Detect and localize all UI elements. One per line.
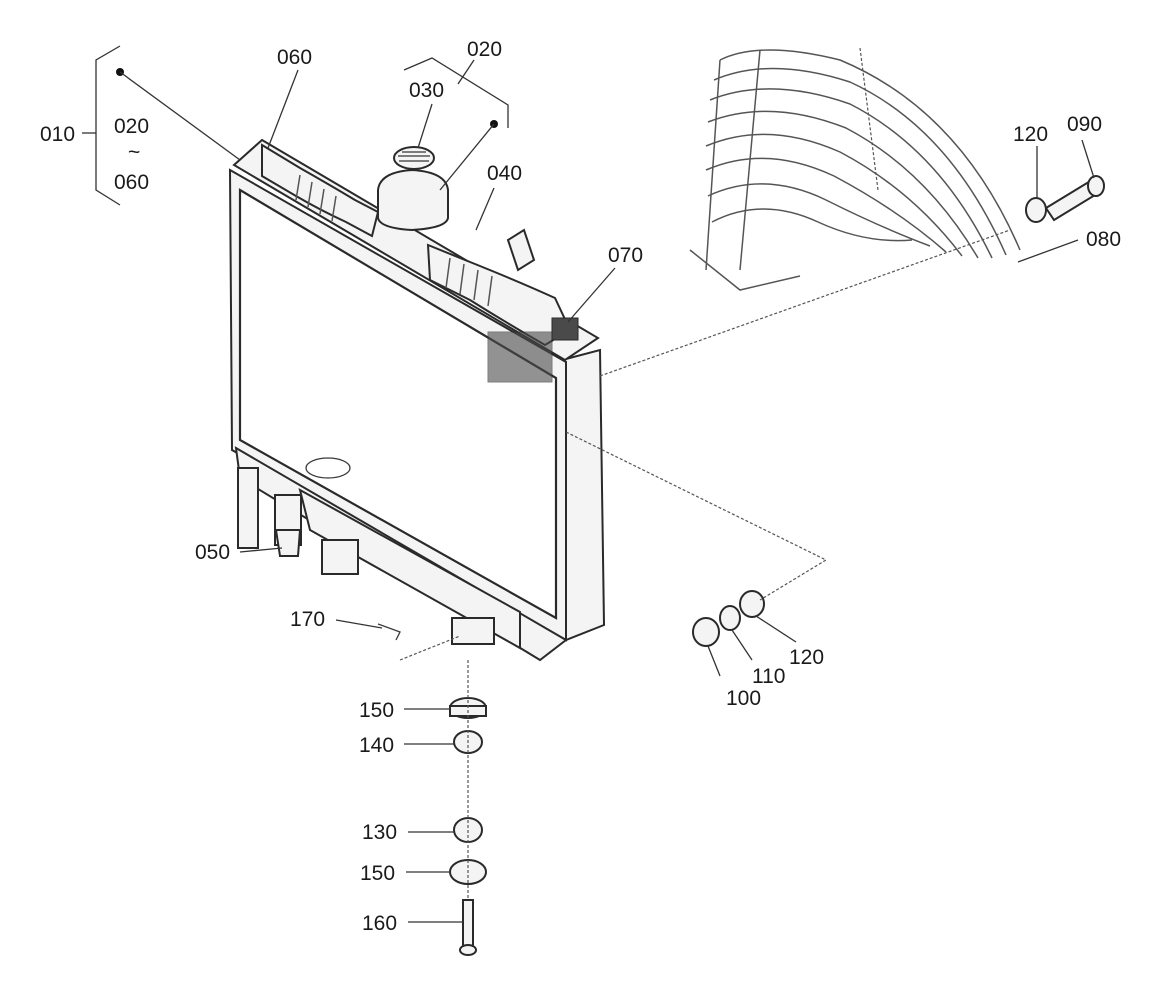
shroud-rib xyxy=(859,47,879,191)
label-100: 100 xyxy=(726,687,761,710)
washer-110 xyxy=(719,605,741,631)
leader-070 xyxy=(567,267,616,323)
shroud-flange xyxy=(689,249,801,291)
label-090: 090 xyxy=(1067,113,1102,136)
label-030: 030 xyxy=(409,79,444,102)
label-150-top: 150 xyxy=(359,699,394,722)
leader-030 xyxy=(417,103,433,149)
label-140: 140 xyxy=(359,734,394,757)
assembly-bracket-010 xyxy=(95,45,121,206)
label-060-range-end: 060 xyxy=(114,171,149,194)
shroud-ring-3 xyxy=(709,88,993,259)
label-170: 170 xyxy=(290,608,325,631)
upper-hose-ribs xyxy=(295,174,337,222)
bolt-160-shank xyxy=(462,899,474,951)
overflow-pipe xyxy=(506,228,536,272)
label-080: 080 xyxy=(1086,228,1121,251)
shroud-ring-1 xyxy=(719,49,1021,251)
shroud-edges xyxy=(705,49,761,271)
shroud-ring-7 xyxy=(707,183,931,247)
washer-120-top xyxy=(1025,197,1047,223)
leader-lines xyxy=(82,59,1095,923)
left-bracket xyxy=(237,467,259,549)
drain-fitting xyxy=(305,457,351,479)
fan-shroud-grille xyxy=(487,331,553,383)
washer-120-bottom xyxy=(739,590,765,618)
filler-neck xyxy=(377,168,449,232)
drain-cock xyxy=(274,529,302,557)
hardware-projection xyxy=(565,431,828,601)
nut-100 xyxy=(692,617,720,647)
radiator-core xyxy=(238,188,558,620)
hose-clamp xyxy=(551,317,579,341)
shroud-ring-8 xyxy=(711,208,913,242)
label-060: 060 xyxy=(277,46,312,69)
shroud-projection xyxy=(599,229,1011,377)
cap-group-bracket-020 xyxy=(403,57,509,128)
bolt-160-head xyxy=(459,944,477,956)
leader-170 xyxy=(335,619,383,629)
part-labels: 010 020 ~ 060 060 020 030 040 070 080 09… xyxy=(40,38,1121,935)
leader-020-to-cap xyxy=(439,123,495,191)
label-150-bottom: 150 xyxy=(360,862,395,885)
shroud-ring-5 xyxy=(705,133,963,257)
label-050: 050 xyxy=(195,541,230,564)
leader-050 xyxy=(239,547,283,553)
leader-100 xyxy=(707,645,721,677)
label-range-tilde: ~ xyxy=(128,141,140,164)
radiator-cap xyxy=(393,146,435,170)
leader-060 xyxy=(267,69,299,149)
bottom-mount xyxy=(451,617,495,645)
leader-080 xyxy=(1017,239,1079,263)
label-160: 160 xyxy=(362,912,397,935)
lower-shroud xyxy=(298,488,521,650)
leader-040 xyxy=(475,187,495,231)
radiator-assembly xyxy=(228,138,606,662)
label-120-bottom: 120 xyxy=(789,646,824,669)
leader-120-bottom xyxy=(755,615,797,643)
label-130: 130 xyxy=(362,821,397,844)
shroud-ring-6 xyxy=(705,157,947,253)
shroud-ring-4 xyxy=(707,110,979,259)
upper-hose xyxy=(261,143,380,238)
label-010: 010 xyxy=(40,123,75,146)
bottom-bracket xyxy=(321,539,359,575)
projection-lines xyxy=(399,229,1011,900)
clip-projection xyxy=(399,635,461,661)
label-120-top: 120 xyxy=(1013,123,1048,146)
bolt-090-head xyxy=(1087,175,1105,197)
radiator-cap-ridges xyxy=(398,151,430,162)
leader-020 xyxy=(457,59,475,85)
label-040: 040 xyxy=(487,162,522,185)
fan-shroud xyxy=(689,47,1021,291)
clip-170 xyxy=(377,623,401,641)
radiator-side-frame xyxy=(560,348,606,642)
label-020-range-start: 020 xyxy=(114,115,149,138)
shroud-ring-2 xyxy=(713,67,1007,256)
leader-090 xyxy=(1081,139,1095,179)
leader-010-to-radiator xyxy=(119,71,241,161)
label-020-cap-group: 020 xyxy=(467,38,502,61)
lower-hose-ribs xyxy=(445,257,493,307)
label-070: 070 xyxy=(608,244,643,267)
leader-110 xyxy=(731,629,753,661)
label-110: 110 xyxy=(752,665,785,688)
